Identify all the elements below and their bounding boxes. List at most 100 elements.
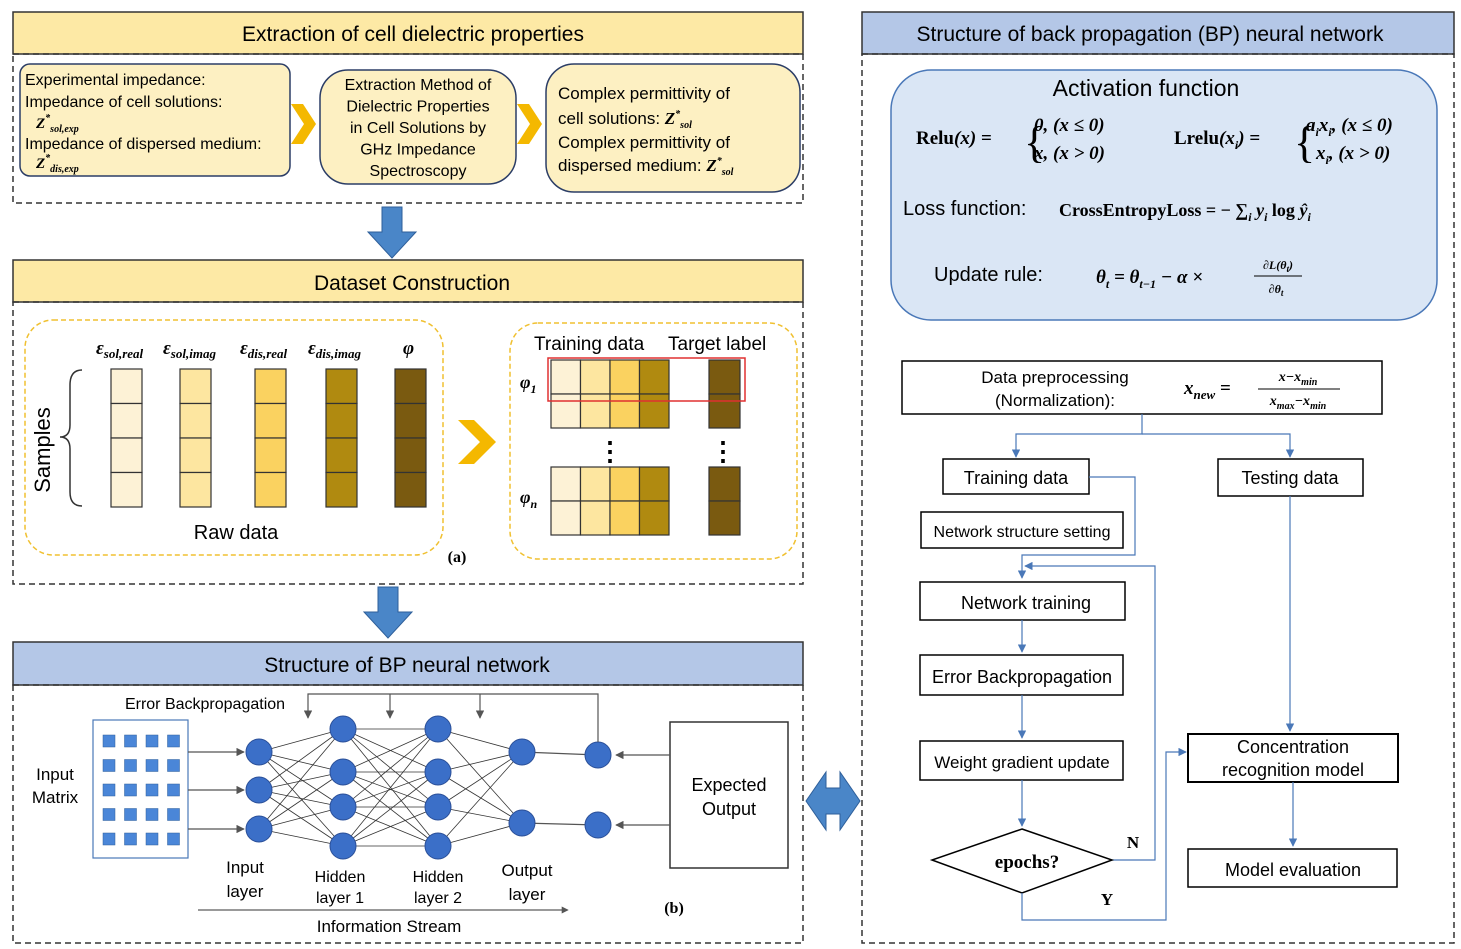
raw-data-cell (179, 471, 212, 508)
network-nodes (245, 715, 612, 860)
nn-node (508, 738, 536, 766)
training-cell (550, 500, 582, 536)
chevron-right-icon (517, 104, 542, 144)
y-label: Y (1101, 890, 1113, 909)
hidden-layer-2-label: layer 2 (414, 890, 462, 907)
panel-a-label: (a) (448, 549, 467, 566)
training-cell (550, 393, 582, 429)
input-matrix-cell (124, 783, 137, 797)
activation-box (890, 69, 1438, 321)
column-label: εsol,real (96, 338, 144, 361)
panel-b-label: (b) (664, 900, 684, 917)
norm-numerator: x−xmin (1278, 370, 1318, 388)
nn-node (424, 793, 452, 821)
raw-data-label: Raw data (194, 522, 279, 544)
raw-data-panel (24, 319, 444, 556)
training-matrix (550, 359, 741, 536)
raw-data-cell (394, 471, 427, 508)
normalization-formula: xnew = (1183, 378, 1231, 402)
raw-data-cell (254, 471, 287, 508)
expected-output-box (669, 721, 789, 869)
relu-formula: Relu(x) = (916, 128, 992, 149)
box1-line3: Impedance of dispersed medium: (25, 136, 262, 153)
loss-label: Loss function: (903, 198, 1026, 220)
flow-arrow-loop (1024, 561, 1156, 861)
bp-title: Structure of BP neural network (264, 654, 550, 677)
raw-data-cell (254, 402, 287, 439)
model-evaluation-box (1187, 848, 1398, 888)
raw-data-cell (394, 437, 427, 474)
right-frame (861, 53, 1455, 944)
input-matrix-cell (124, 759, 137, 772)
box3-line3: Complex permittivity of (558, 133, 730, 152)
input-matrix-cell (102, 832, 116, 846)
nn-node (329, 715, 357, 743)
input-matrix-cell (145, 808, 159, 821)
input-matrix-cell (124, 832, 137, 846)
raw-data-cell (254, 437, 287, 474)
complex-permittivity-box (545, 63, 801, 193)
extraction-method-box (319, 69, 517, 185)
dataset-frame (12, 301, 804, 585)
target-label: Target label (668, 334, 766, 355)
raw-data-cell (254, 368, 287, 405)
training-cell (579, 466, 611, 502)
box3-line4: dispersed medium: Z*sol (558, 156, 734, 178)
nn-edge (342, 771, 439, 847)
input-matrix-label: Matrix (32, 788, 79, 807)
hidden-layer-1-label: layer 1 (316, 890, 364, 907)
extraction-title: Extraction of cell dielectric properties (242, 23, 584, 46)
double-arrow-icon (805, 770, 861, 832)
samples-label: Samples (30, 407, 55, 493)
samples-brace (59, 369, 83, 507)
nn-edge (258, 806, 344, 830)
extraction-method-line: GHz Impedance (360, 142, 476, 159)
nn-node (245, 738, 273, 766)
column-label: φ (403, 338, 414, 359)
nn-edge (437, 751, 523, 773)
input-matrix-cell (167, 783, 180, 797)
nn-edge (342, 728, 439, 808)
nn-node (424, 832, 452, 860)
nn-node (245, 815, 273, 843)
network-structure-box (920, 511, 1124, 549)
nn-edge (258, 751, 344, 847)
loss-formula: CrossEntropyLoss = − ∑i yi log ŷi (1059, 200, 1311, 224)
input-matrix-cell (145, 759, 159, 772)
raw-data-cell (325, 437, 358, 474)
raw-data-cell (394, 368, 427, 405)
error-backprop-label: Error Backpropagation (125, 696, 285, 713)
input-matrix-cell (145, 783, 159, 797)
relu-case2: x, (x > 0) (1033, 143, 1105, 164)
training-cell (609, 500, 641, 536)
update-fraction-den: ∂θt (1269, 282, 1284, 298)
lrelu-case1: aixi, (x ≤ 0) (1306, 115, 1393, 139)
training-cell (609, 359, 641, 395)
input-matrix-cell (124, 808, 137, 821)
phin-label: φn (520, 487, 538, 511)
bp-network-section: Structure of BP neural network Error Bac… (12, 641, 804, 944)
input-matrix-label: Input (36, 765, 74, 784)
input-matrix-cell (145, 734, 159, 748)
update-fraction-num: ∂L(θt) (1263, 258, 1293, 274)
nn-node (508, 809, 536, 837)
input-matrix-cell (102, 783, 116, 797)
n-label: N (1127, 833, 1140, 852)
norm-denominator: xmax−xmin (1269, 394, 1327, 412)
nn-edge (258, 771, 344, 791)
nn-edge (258, 728, 344, 830)
preprocessing-label: Data preprocessing (981, 368, 1128, 387)
target-cell (708, 500, 741, 536)
nn-edge (437, 771, 523, 824)
chevron-right-icon (458, 420, 496, 464)
lrelu-formula: Lrelu(xi) = (1174, 128, 1260, 152)
extraction-section: Extraction of cell dielectric properties… (12, 11, 804, 204)
nn-edge (342, 771, 439, 808)
weight-update-label: Weight gradient update (934, 753, 1109, 772)
raw-data-cell (179, 437, 212, 474)
target-cell (708, 393, 741, 429)
raw-data-cell (325, 471, 358, 508)
nn-node (329, 758, 357, 786)
